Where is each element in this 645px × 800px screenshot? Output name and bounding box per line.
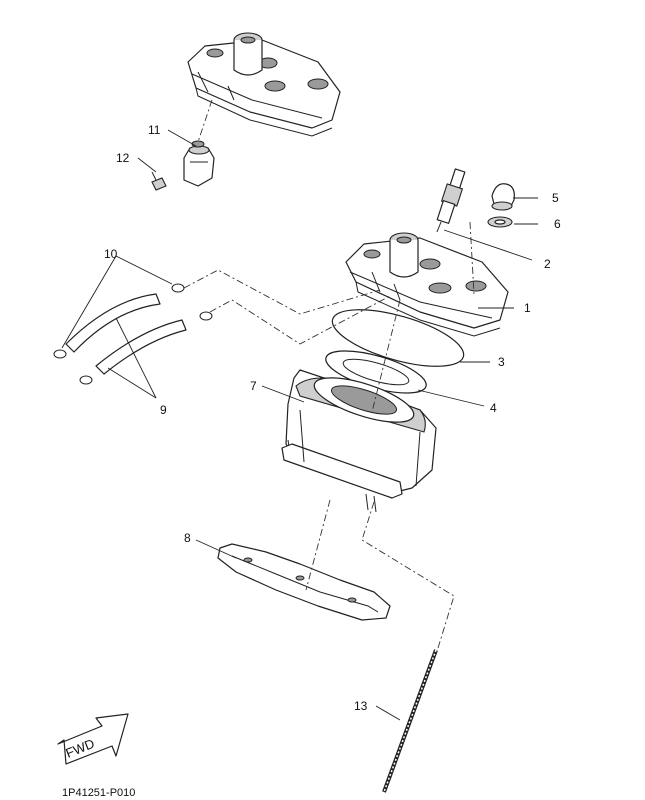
callout-6: 6: [554, 217, 561, 231]
callout-4: 4: [490, 401, 497, 415]
hoses-drawing: [65, 293, 187, 375]
callout-7: 7: [250, 379, 257, 393]
assembly-lines: [183, 99, 475, 649]
spark-plug-drawing: [436, 168, 466, 233]
callout-8: 8: [184, 531, 191, 545]
callout-2: 2: [544, 257, 551, 271]
callout-11: 11: [148, 123, 161, 137]
cylinder-head-drawing: [345, 232, 509, 337]
callout-5: 5: [552, 191, 559, 205]
callout-1: 1: [524, 301, 531, 315]
callout-9: 9: [160, 403, 167, 417]
stud-bolt-drawing: [382, 649, 438, 793]
washer-drawing: [487, 216, 513, 228]
callout-12: 12: [116, 151, 130, 165]
callout-3: 3: [498, 355, 505, 369]
cap-nut-drawing: [491, 183, 515, 211]
diagram-code: 1P41251-P010: [62, 787, 135, 799]
upper-cylinder-head-drawing: [187, 32, 341, 137]
leader-lines: [61, 129, 538, 721]
bolt-drawing: [151, 171, 167, 191]
cylinder-drawing: [281, 369, 437, 513]
base-gasket-drawing: [217, 543, 391, 621]
thermostat-cap-drawing: [183, 140, 215, 187]
callout-13: 13: [354, 699, 368, 713]
fwd-arrow-icon: FWD: [57, 713, 129, 765]
head-gasket-drawing: [331, 309, 465, 367]
callout-10: 10: [104, 247, 118, 261]
